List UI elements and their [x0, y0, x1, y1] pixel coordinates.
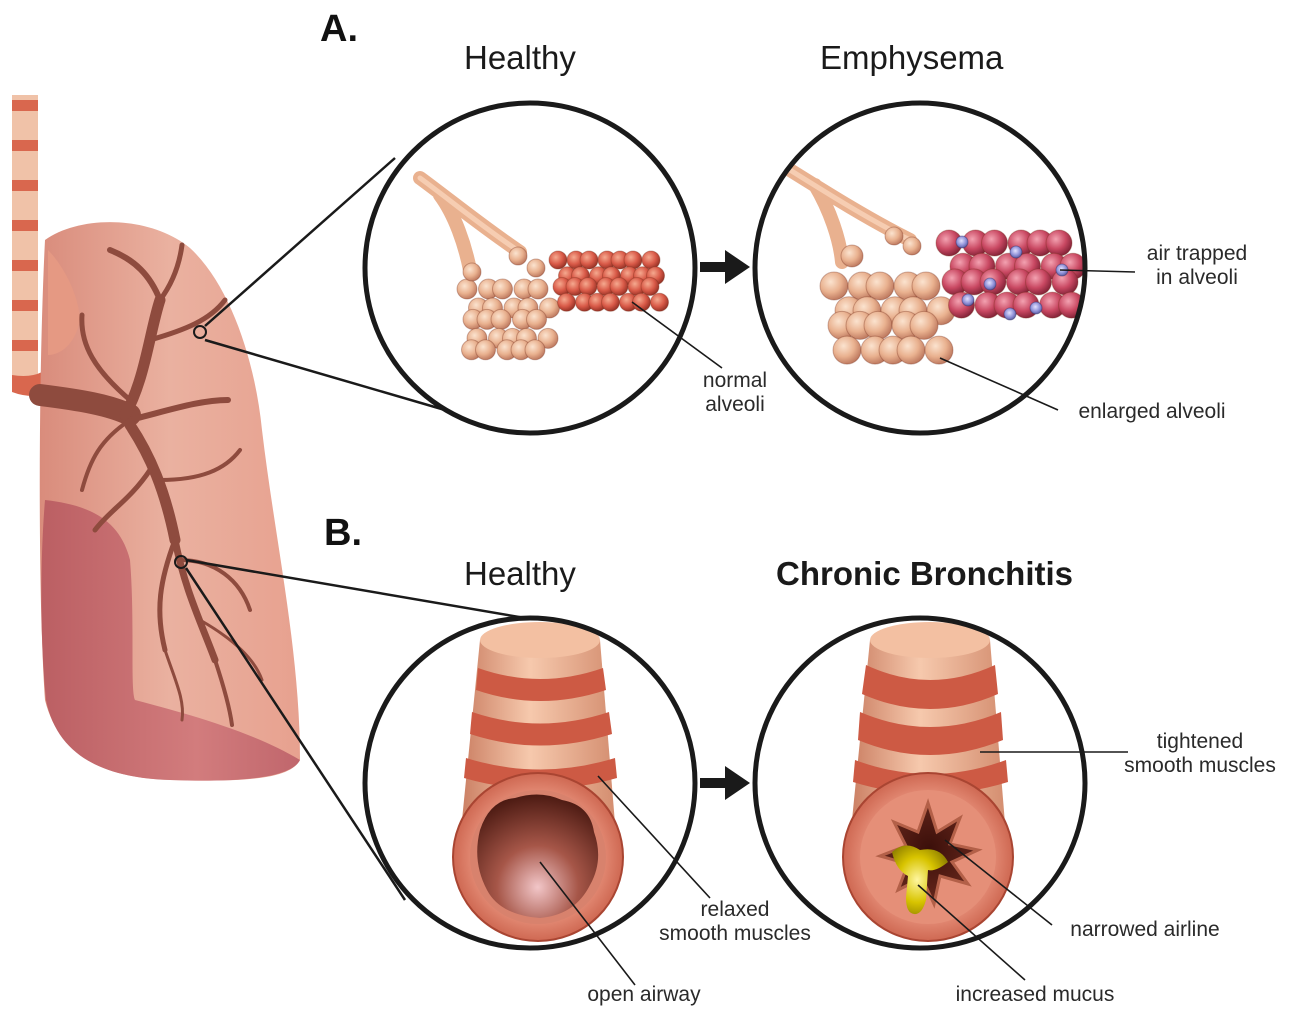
alveolus-enlarged: [912, 272, 940, 300]
alveolus-trapped: [1046, 230, 1072, 256]
alveolus: [527, 259, 545, 277]
panel-a-healthy: [365, 103, 695, 433]
trapped-air-bubble: [962, 294, 974, 306]
alveolus-enlarged: [910, 311, 938, 339]
callout-air-trapped: air trapped in alveoli: [1134, 242, 1260, 289]
alveolus: [528, 279, 548, 299]
arrow-right-icon: [700, 250, 750, 284]
alveolus: [457, 279, 477, 299]
alveolus-enlarged: [866, 272, 894, 300]
alveolus: [493, 279, 513, 299]
alveolus: [580, 251, 598, 269]
alveolus: [579, 278, 597, 296]
alveolus-trapped: [1026, 269, 1052, 295]
callout-normal-alveoli: normal alveoli: [692, 369, 778, 416]
alveolus: [509, 247, 527, 265]
callout-tightened-muscles: tightened smooth muscles: [1112, 730, 1288, 777]
alveolus-enlarged: [903, 237, 921, 255]
alveolus: [610, 278, 628, 296]
alveolus: [651, 293, 669, 311]
alveolus: [525, 340, 545, 360]
alveolus: [602, 293, 620, 311]
panel-b-bronchitis-title: Chronic Bronchitis: [776, 556, 1073, 593]
alveolus-enlarged: [841, 245, 863, 267]
alveolus-enlarged: [820, 272, 848, 300]
callout-open-airway: open airway: [570, 983, 718, 1007]
trapped-air-bubble: [984, 278, 996, 290]
alveolus: [476, 340, 496, 360]
alveolus: [527, 309, 547, 329]
section-b-label: B.: [324, 512, 362, 555]
alveolus-enlarged: [833, 336, 861, 364]
panel-a-emphysema-title: Emphysema: [820, 40, 1003, 77]
alveolus-trapped: [982, 230, 1008, 256]
trapped-air-bubble: [1010, 246, 1022, 258]
trapped-air-bubble: [1030, 302, 1042, 314]
alveolus-enlarged: [925, 336, 953, 364]
alveolus-enlarged: [885, 227, 903, 245]
progression-arrows: [700, 250, 750, 800]
alveoli-normal-cluster: [549, 251, 669, 311]
alveolus: [549, 251, 567, 269]
alveolus: [491, 309, 511, 329]
trachea: [12, 95, 44, 396]
alveolus: [624, 251, 642, 269]
alveolus: [641, 278, 659, 296]
panel-b-healthy-title: Healthy: [464, 556, 576, 593]
lung-illustration: [12, 95, 300, 781]
trapped-air-bubble: [1004, 308, 1016, 320]
alveolus-enlarged: [897, 336, 925, 364]
callout-enlarged-alveoli: enlarged alveoli: [1062, 400, 1242, 424]
alveolus-enlarged: [864, 311, 892, 339]
section-a-label: A.: [320, 8, 358, 51]
trapped-air-bubble: [956, 236, 968, 248]
arrow-right-icon: [700, 766, 750, 800]
open-airway-tube: [453, 622, 623, 941]
alveolus: [463, 263, 481, 281]
alveoli-trapped-cluster: [936, 230, 1086, 320]
callout-relaxed-muscles: relaxed smooth muscles: [640, 898, 830, 945]
panel-a-healthy-title: Healthy: [464, 40, 576, 77]
alveolus: [642, 251, 660, 269]
alveolus: [558, 293, 576, 311]
panel-a-emphysema: [755, 103, 1086, 433]
callout-increased-mucus: increased mucus: [938, 983, 1132, 1007]
callout-narrowed-airline: narrowed airline: [1050, 918, 1240, 942]
